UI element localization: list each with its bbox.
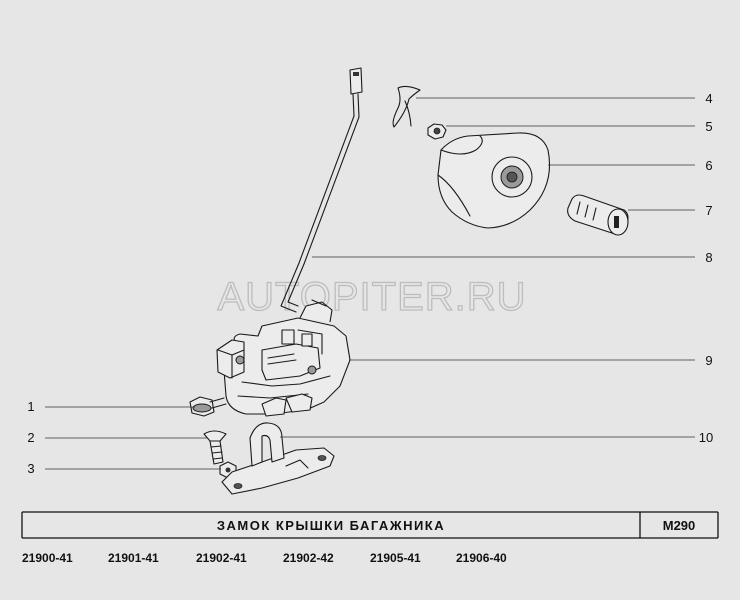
callout-4: 4	[705, 91, 712, 106]
model-code: 21900-41	[22, 551, 73, 565]
part-10-striker	[221, 422, 335, 495]
diagram-code: M290	[663, 518, 696, 533]
callout-numbers: 1 2 3 4 5 6 7 8 9 10	[27, 91, 713, 476]
model-code: 21905-41	[370, 551, 421, 565]
title-block: ЗАМОК КРЫШКИ БАГАЖНИКА M290	[21, 511, 719, 539]
model-code: 21902-42	[283, 551, 334, 565]
callout-5: 5	[705, 119, 712, 134]
part-7-lock-cylinder	[567, 194, 629, 236]
callout-lines	[45, 97, 695, 470]
part-1-bolt	[189, 396, 227, 417]
callout-7: 7	[705, 203, 712, 218]
model-code: 21901-41	[108, 551, 159, 565]
callout-6: 6	[705, 158, 712, 173]
model-code: 21906-40	[456, 551, 507, 565]
model-code: 21902-41	[196, 551, 247, 565]
part-5-nut	[427, 123, 447, 140]
callout-3: 3	[27, 461, 34, 476]
part-6-lock-housing	[437, 132, 551, 229]
model-codes: 21900-41 21901-41 21902-41 21902-42 2190…	[22, 551, 507, 565]
part-9-lock-mechanism	[216, 299, 351, 417]
part-4-clip	[392, 85, 421, 128]
callout-2: 2	[27, 430, 34, 445]
callout-1: 1	[27, 399, 34, 414]
diagram-title: ЗАМОК КРЫШКИ БАГАЖНИКА	[217, 518, 445, 533]
callout-10: 10	[699, 430, 713, 445]
part-2-screw	[203, 430, 227, 465]
watermark: AUTOPITER.RU	[217, 275, 526, 319]
callout-8: 8	[705, 250, 712, 265]
part-8-rod	[280, 67, 363, 313]
callout-9: 9	[705, 353, 712, 368]
